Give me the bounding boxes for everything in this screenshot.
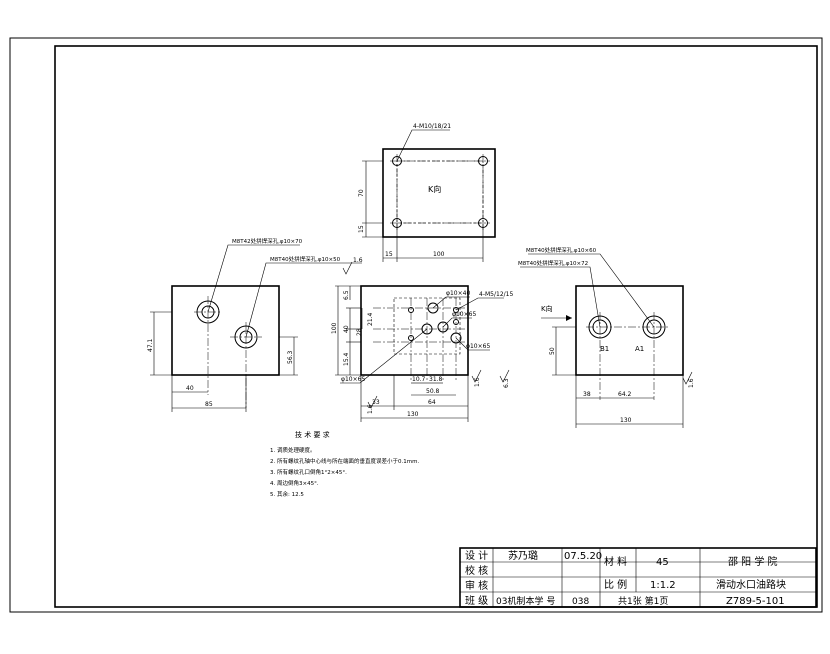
drawing-number: Z789-5-101 [726,596,785,607]
right-dim-w1: 38 [583,391,591,398]
top-dim-left: 15 [385,251,393,258]
roughness-mark: 1.6 [342,257,363,275]
design-date: 07.5.20 [564,551,602,562]
part-name: 滑动水口油路块 [716,578,786,591]
title-block: 设 计 苏乃璐 07.5.20 材 料 45 邵 阳 学 院 校 核 审 核 比… [459,547,817,608]
designer-name: 苏乃璐 [508,549,538,562]
sheet-count: 共1张 第1页 [618,595,668,607]
top-view: K向 4-M10/18/21 15 100 70 15 [358,123,496,262]
front-hole-4: φ10×65 [341,376,365,383]
front-dim-f: 10.7 [412,376,426,383]
left-view: M8T42处拼焊深孔,φ10×70 M8T40处拼焊深孔,φ10×50 47.1… [147,237,362,412]
front-hole-3: φ10×65 [466,343,490,350]
k-view-label: K向 [428,184,441,194]
class-label: 班 级 [465,595,488,607]
rough-3: 1.6 [367,404,374,414]
note-item-1: 1. 调质处理硬度。 [270,446,316,454]
left-dim-h1: 47.1 [147,338,154,352]
inner-frame [54,45,818,608]
notes-title: 技 术 要 求 [295,430,330,439]
material-value: 45 [656,557,669,568]
front-dim-e: 15.4 [343,352,350,366]
roughness-mark: 6.3 [499,369,510,388]
port-a1-label: A1 [635,345,644,353]
left-callout-a: M8T42处拼焊深孔,φ10×70 [232,237,303,245]
front-dim-k: 130 [407,411,419,418]
right-k-label: K向 [541,304,553,313]
rough-5: 6.3 [503,378,510,388]
right-callout-a: M8T40处拼焊深孔,φ10×60 [526,246,597,254]
technical-notes: 技 术 要 求 1. 调质处理硬度。 2. 所有螺纹孔轴中心线与所在端面的垂直度… [270,430,419,498]
left-dim-h2: 56.3 [287,350,294,364]
right-dim-w2: 64.2 [618,391,632,398]
note-item-2: 2. 所有螺纹孔轴中心线与所在端面的垂直度误差小于0.1mm. [270,457,419,465]
top-dim-height: 70 [358,189,365,197]
right-callout-b: M8T40处拼焊深孔,φ10×72 [518,259,588,267]
front-dim-b: 28 [356,328,363,336]
right-view: B1 A1 M8T40处拼焊深孔,φ10×60 M8T40处拼焊深孔,φ10×7… [518,246,684,428]
port-b1-label: B1 [600,345,609,353]
front-dim-h: 50.8 [426,388,440,395]
left-callout-b: M8T40处拼焊深孔,φ10×50 [270,255,341,263]
note-item-3: 3. 所有螺纹孔口倒角1°2×45°. [270,468,347,476]
front-dim-i: 64 [428,399,436,406]
front-dim-g: 31.8 [429,376,443,383]
roughness-mark: 1.6 [471,369,482,387]
front-dim-c: 21.4 [367,312,374,326]
left-dim-w2: 85 [205,401,213,408]
top-hole-callout: 4-M10/18/21 [413,123,451,130]
front-hole-1: φ10×40 [446,290,470,297]
check-label: 校 核 [465,564,488,577]
rough-4: 1.6 [688,378,695,388]
left-dim-w1: 40 [186,385,194,392]
right-dim-h: 50 [549,347,556,355]
top-dim-bottom: 15 [358,225,365,233]
front-view: φ10×40 4-M5/12/15 φ10×65 φ10×65 φ10×65 1… [331,257,695,422]
outer-frame [9,37,823,613]
review-label: 审 核 [465,579,488,592]
rough-2: 1.6 [474,377,481,387]
front-dim-a: 6.5 [343,290,350,300]
front-hole-2: φ10×65 [452,311,476,318]
front-dim-d: 40 [343,325,350,333]
scale-label: 比 例 [604,578,627,591]
school-name: 邵 阳 学 院 [728,555,778,568]
front-dim-height: 100 [331,322,338,334]
student-number: 038 [572,597,589,607]
top-dim-width: 100 [433,251,445,258]
roughness-mark: 1.6 [367,395,378,414]
design-label: 设 计 [465,549,488,562]
class-value: 03机制本学 号 [496,595,555,607]
front-thread-callout: 4-M5/12/15 [479,291,513,298]
right-dim-total: 130 [620,417,632,424]
front-dim-j: 33 [372,399,380,406]
note-item-5: 5. 其余: 12.5 [270,490,304,498]
scale-value: 1:1.2 [650,580,676,591]
material-label: 材 料 [604,555,627,568]
note-item-4: 4. 周边倒角3×45°. [270,479,319,487]
rough-1: 1.6 [353,257,363,264]
roughness-mark: 1.6 [682,371,695,388]
